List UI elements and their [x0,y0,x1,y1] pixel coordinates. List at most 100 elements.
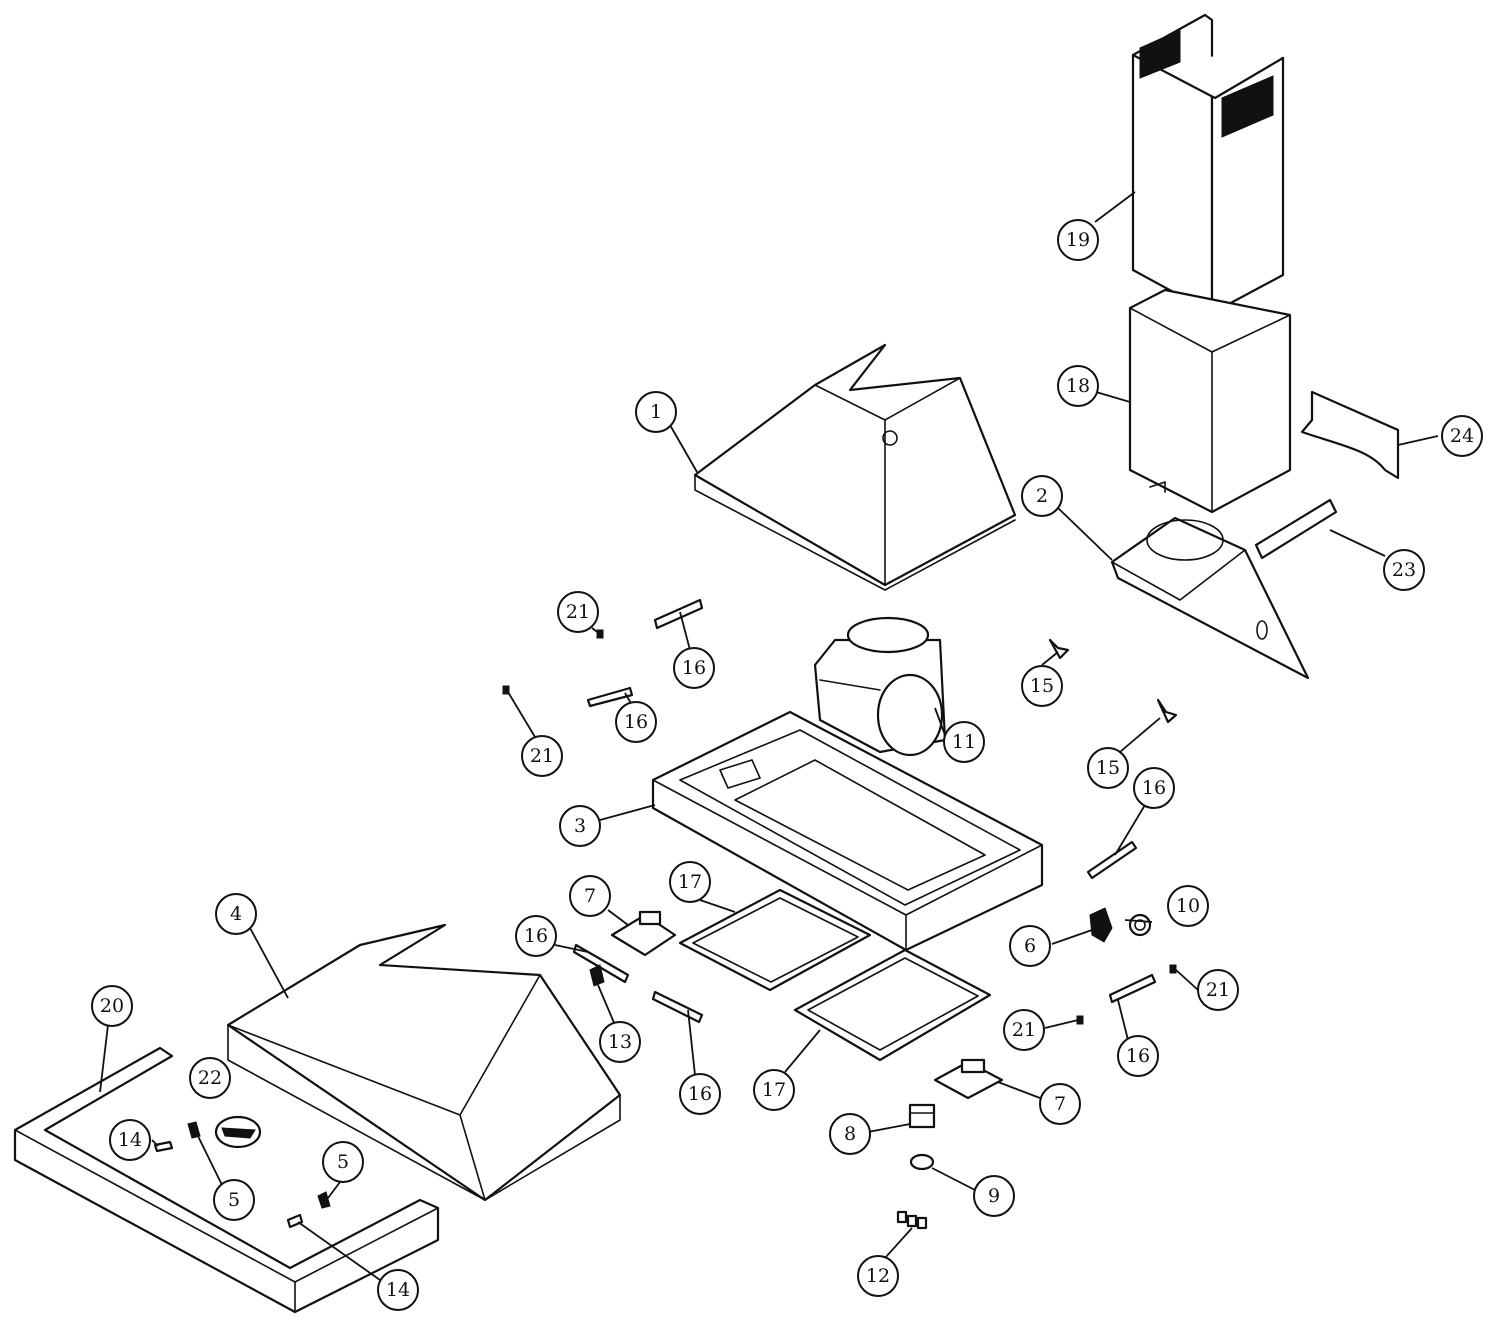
svg-text:13: 13 [608,1031,632,1053]
small-part-10-ring [1128,913,1152,937]
svg-text:5: 5 [337,1151,349,1173]
svg-text:15: 15 [1030,675,1054,697]
small-part-21-b [502,685,510,695]
callout-9: 9 [973,1175,1015,1217]
svg-text:21: 21 [1012,1019,1036,1041]
svg-text:5: 5 [228,1189,240,1211]
svg-text:21: 21 [1206,979,1230,1001]
svg-text:8: 8 [844,1123,856,1145]
callout-16-c: 16 [515,915,557,957]
callout-5-a: 5 [213,1179,255,1221]
small-part-13-clip [589,964,605,987]
part-17-filter-a [678,888,872,992]
svg-text:21: 21 [566,601,590,623]
small-part-16-b [586,686,634,708]
small-part-9-knob [909,1153,935,1171]
callout-21-a: 21 [557,591,599,633]
callout-15-b: 15 [1087,747,1129,789]
callout-18: 18 [1057,365,1099,407]
small-part-15-b [1156,698,1178,724]
part-17-filter-b [793,948,992,1062]
small-part-14-b [286,1213,304,1229]
svg-text:16: 16 [1142,777,1166,799]
callout-21-b: 21 [521,735,563,777]
callout-5-b: 5 [322,1141,364,1183]
part-2-top-plate [1110,516,1310,680]
svg-text:24: 24 [1450,425,1474,447]
part-4-lower-body [226,923,622,1202]
svg-text:21: 21 [530,745,554,767]
small-part-6-switch [1089,907,1113,943]
svg-text:10: 10 [1176,895,1200,917]
callout-16-f: 16 [1117,1035,1159,1077]
callout-7-b: 7 [1039,1083,1081,1125]
svg-text:9: 9 [988,1185,1000,1207]
part-18-lower-chimney [1128,288,1292,514]
svg-text:16: 16 [688,1083,712,1105]
svg-text:14: 14 [386,1279,410,1301]
callout-14-b: 14 [377,1269,419,1311]
part-24-bracket [1300,390,1400,480]
svg-text:7: 7 [584,885,596,907]
part-7-light-housing-a [610,910,677,957]
callout-2: 2 [1021,475,1063,517]
part-22-badge [214,1115,262,1149]
svg-text:20: 20 [100,995,124,1017]
part-19-upper-chimney [1131,13,1285,315]
svg-text:16: 16 [1126,1045,1150,1067]
svg-text:14: 14 [118,1129,142,1151]
svg-text:3: 3 [574,815,586,837]
callout-15-a: 15 [1021,665,1063,707]
svg-text:7: 7 [1054,1093,1066,1115]
callout-12: 12 [857,1255,899,1297]
callout-16-b: 16 [615,701,657,743]
callout-17-b: 17 [753,1069,795,1111]
small-part-16-d [651,990,704,1024]
leader-lines [99,191,1439,1281]
callout-20: 20 [91,985,133,1027]
callout-1: 1 [635,391,677,433]
small-part-21-c [1169,964,1177,974]
callout-21-d: 21 [1003,1009,1045,1051]
small-part-12-terminals [896,1210,928,1230]
callout-17-a: 17 [669,861,711,903]
small-part-14-a [153,1140,174,1153]
small-part-5-b [317,1191,331,1209]
svg-text:17: 17 [678,871,702,893]
part-3-main-frame [651,710,1044,952]
callout-6: 6 [1009,925,1051,967]
callouts: 1 2 3 4 5 5 6 7 7 8 9 10 11 12 13 14 14 … [91,219,1483,1311]
svg-text:18: 18 [1066,375,1090,397]
callout-3: 3 [559,805,601,847]
svg-text:16: 16 [682,657,706,679]
svg-text:16: 16 [524,925,548,947]
svg-text:22: 22 [198,1067,222,1089]
callout-21-c: 21 [1197,969,1239,1011]
callout-11: 11 [943,721,985,763]
part-23-rail [1254,498,1338,560]
svg-text:23: 23 [1392,559,1416,581]
small-part-16-f [1108,973,1157,1004]
callout-22: 22 [189,1057,231,1099]
part-1-upper-body [693,343,1017,591]
svg-text:19: 19 [1066,229,1090,251]
svg-text:6: 6 [1024,935,1036,957]
callout-16-a: 16 [673,647,715,689]
callout-23: 23 [1383,549,1425,591]
svg-text:17: 17 [762,1079,786,1101]
callout-14-a: 14 [109,1119,151,1161]
svg-text:15: 15 [1096,757,1120,779]
callout-10: 10 [1167,885,1209,927]
callout-16-e: 16 [1133,767,1175,809]
callout-24: 24 [1441,415,1483,457]
callout-13: 13 [599,1021,641,1063]
svg-text:16: 16 [624,711,648,733]
callout-16-d: 16 [679,1073,721,1115]
svg-text:12: 12 [866,1265,890,1287]
small-part-16-e [1086,840,1138,880]
svg-text:4: 4 [230,903,242,925]
part-7-light-housing-b [933,1058,1004,1100]
callout-7-a: 7 [569,875,611,917]
svg-text:2: 2 [1036,485,1048,507]
